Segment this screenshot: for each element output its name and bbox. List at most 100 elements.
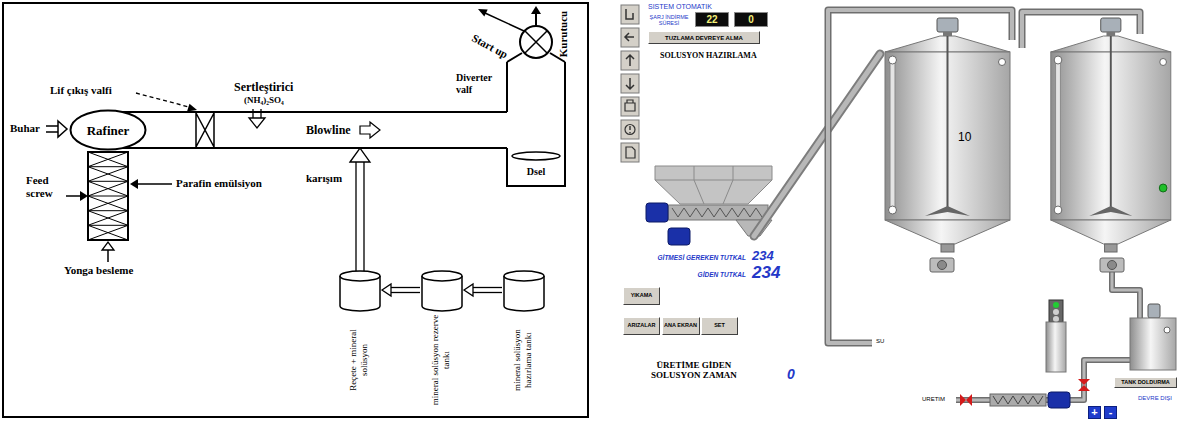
tank-coupler xyxy=(1106,32,1115,36)
screw-conveyor xyxy=(990,394,1046,406)
arrow-head xyxy=(130,179,138,189)
tank-outlet xyxy=(941,244,954,252)
valve-red xyxy=(960,394,966,406)
sensor xyxy=(1164,327,1170,333)
pump xyxy=(930,258,954,272)
small-tank xyxy=(1130,318,1176,370)
toolbar-icon xyxy=(626,9,633,19)
gauge-end xyxy=(1054,56,1062,64)
field-label: GİDEN TUTKAL xyxy=(630,271,746,278)
push-button: ANA EKRAN xyxy=(662,317,700,335)
sensor xyxy=(1160,59,1167,66)
arrow-shaft xyxy=(535,14,537,26)
arrow-label: Start up xyxy=(466,29,515,64)
pipe-label: URETIM xyxy=(922,396,945,402)
gauge-end xyxy=(889,56,897,64)
flow-arrow xyxy=(382,284,420,296)
node-text: TANK DOLDURMA xyxy=(1121,380,1169,386)
minus-button: - xyxy=(1104,406,1117,419)
flow-arrow xyxy=(464,284,502,296)
mixing-tank: 10 xyxy=(880,18,1015,258)
node-text: ANA EKRAN xyxy=(664,323,697,329)
signal-lamp xyxy=(1053,316,1059,322)
mixer-blade xyxy=(1089,206,1132,216)
formula-label: (NH₄)₂SO₄ xyxy=(244,95,284,105)
mix-label: karışım xyxy=(306,172,342,184)
paraffin-arrow xyxy=(130,179,172,189)
mixer-shaft xyxy=(947,36,949,210)
tank-bottom xyxy=(885,220,1010,244)
push-button: SET xyxy=(701,317,738,335)
toolbar-button xyxy=(621,74,639,93)
motor xyxy=(668,228,690,245)
arrow-shaft xyxy=(473,292,502,293)
mixing-tank xyxy=(1051,18,1171,252)
value-text: 234 xyxy=(752,263,780,283)
toolbar xyxy=(621,5,639,162)
signal-tower xyxy=(1049,300,1063,322)
inclined-conveyor xyxy=(754,54,880,236)
toolbar-button xyxy=(621,5,639,24)
water-pipe xyxy=(828,10,1012,343)
tank-outline xyxy=(422,271,462,281)
arrow-shaft xyxy=(107,250,109,262)
node-text: TUZLAMA DEVREYE ALMA xyxy=(665,35,743,41)
transfer-pipe xyxy=(1112,272,1140,318)
arrow-head xyxy=(531,6,541,14)
node-text: Dsel xyxy=(527,166,545,177)
pipe-label: Blowline xyxy=(306,123,351,138)
node-text: Reçete + mineral solüsyon xyxy=(348,314,372,406)
dashed-leader xyxy=(136,93,189,107)
status-text: SISTEM OTOMATIK xyxy=(648,3,712,10)
valve-red xyxy=(1078,379,1090,385)
mixer-blade xyxy=(925,206,970,216)
gauge-end xyxy=(889,206,897,214)
mixer-shaft xyxy=(1110,36,1112,210)
mix-pipe xyxy=(350,148,370,272)
signal-lamp xyxy=(1053,309,1059,315)
plus-button: + xyxy=(1088,406,1101,419)
push-button: ARIZALAR xyxy=(623,317,660,335)
field-label: GİTMESİ GEREKEN TUTKAL xyxy=(630,254,746,261)
arrow-head xyxy=(464,284,473,296)
sensor xyxy=(999,59,1006,66)
arrow-head xyxy=(249,118,265,128)
arrow-shaft xyxy=(391,292,420,293)
pump-rotor xyxy=(938,261,947,270)
node-text: 10 xyxy=(958,130,971,144)
solution-tank: Reçete + mineral solüsyon xyxy=(338,268,382,408)
part-label: Feed screw xyxy=(26,174,70,199)
node-text: SET xyxy=(714,323,725,329)
chip-feed-arrow xyxy=(102,242,114,262)
node-text: + xyxy=(1091,407,1097,418)
arrow-shaft xyxy=(473,287,502,288)
tank-bottom xyxy=(1051,220,1171,244)
toolbar-button xyxy=(621,143,639,162)
solution-tank: mineral solüsyon hazırlama tankı xyxy=(502,268,546,408)
toolbar-icon xyxy=(626,55,634,66)
signal-lamp xyxy=(1053,302,1059,308)
valve-red xyxy=(966,394,972,406)
mixing-tank-shape xyxy=(880,18,1015,258)
arrow-shaft xyxy=(66,195,80,197)
motor xyxy=(1048,392,1070,408)
tank-outline xyxy=(504,271,544,281)
push-button: TUZLAMA DEVREYE ALMA xyxy=(648,31,760,44)
valve-red xyxy=(1078,385,1090,391)
arrow-shaft xyxy=(485,13,524,31)
panel-frame xyxy=(3,3,588,417)
node-text: - xyxy=(1109,407,1113,418)
status-lamp xyxy=(1159,184,1167,192)
pump xyxy=(1100,258,1124,272)
arrow-head xyxy=(350,148,370,162)
solution-tank: mineral solüsyon rezerve tankı xyxy=(420,268,464,408)
cyclone-outline xyxy=(512,152,560,160)
refiner: Rafiner xyxy=(69,109,147,151)
screw-conveyor xyxy=(668,205,768,220)
value-display: 22 xyxy=(695,12,729,27)
toolbar-button xyxy=(621,28,639,47)
pipe-line xyxy=(356,162,364,272)
arrow-head xyxy=(80,191,88,201)
field-label: ÜRETİME GİDEN SOLUSYON ZAMAN xyxy=(646,360,742,381)
screw-flight xyxy=(672,208,762,217)
